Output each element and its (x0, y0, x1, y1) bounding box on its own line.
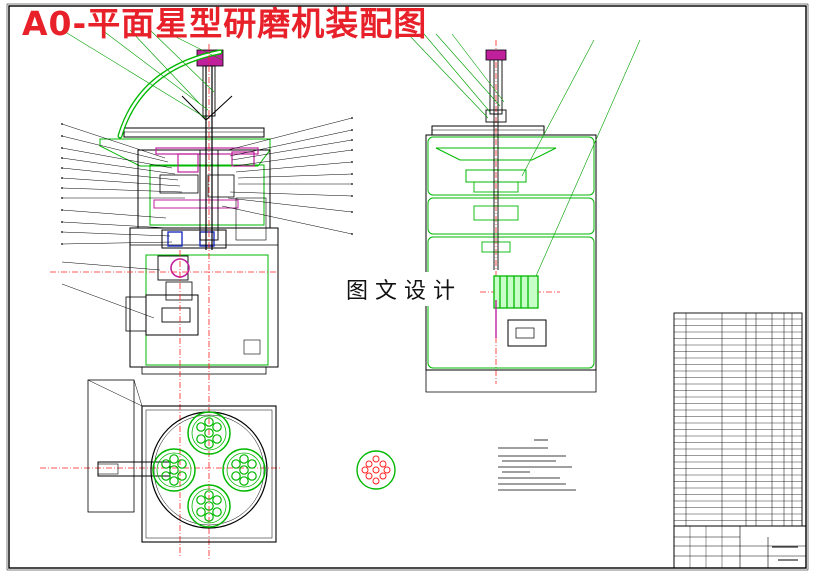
technical-notes (498, 439, 576, 491)
work-ring (187, 484, 231, 528)
part-leaders-top (61, 29, 223, 119)
work-rings (152, 411, 266, 528)
part-leaders-left (61, 123, 185, 319)
gear-pump-icon (493, 275, 539, 309)
ring-detail (356, 450, 396, 490)
parts-list-rows (674, 318, 802, 521)
part-number-marks (61, 117, 353, 245)
parts-list-table (673, 312, 803, 527)
work-ring (222, 448, 266, 492)
watermark-label: 图文设计 (328, 272, 480, 306)
side-leaders (407, 33, 641, 277)
front-view (99, 49, 279, 375)
worktable-plate (123, 127, 265, 138)
side-view (425, 49, 597, 393)
center-lines (40, 40, 560, 560)
work-ring (152, 448, 196, 492)
drawing-frame (8, 5, 807, 569)
drawing-title: A0-平面星型研磨机装配图 (22, 4, 428, 43)
work-ring (187, 411, 231, 455)
outer-frame (6, 3, 809, 571)
title-block (673, 525, 807, 569)
part-leaders-right (221, 117, 353, 235)
